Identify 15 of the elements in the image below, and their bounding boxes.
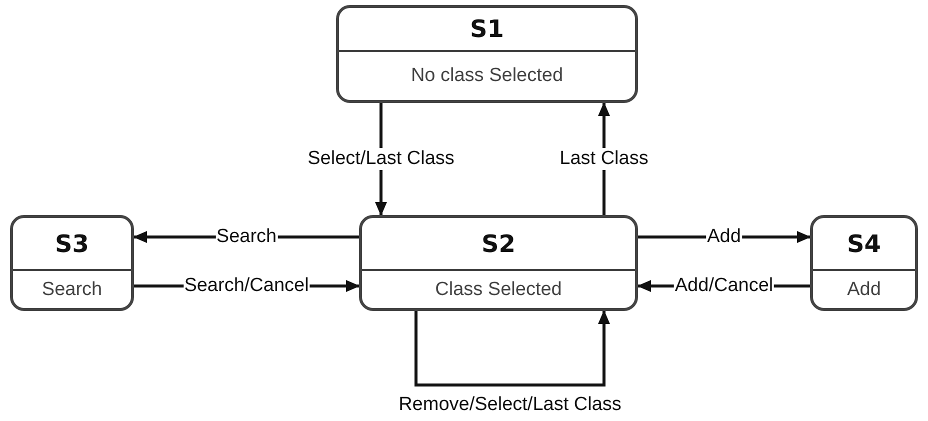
state-description: Add <box>847 278 881 300</box>
edge-label: Last Class <box>558 148 650 170</box>
arrow <box>414 310 610 386</box>
state-name: S1 <box>470 15 504 43</box>
state-name: S2 <box>482 230 516 258</box>
state-name: S4 <box>847 230 881 258</box>
state-name: S3 <box>55 230 89 258</box>
state-box <box>336 5 638 103</box>
state-box <box>10 215 134 311</box>
state-box <box>810 215 918 311</box>
state-description: Search <box>42 278 102 300</box>
state-description: No class Selected <box>410 65 564 87</box>
state-description: Class Selected <box>435 278 562 300</box>
edge-label: Select/Last Class <box>306 148 456 170</box>
state-box <box>359 215 638 311</box>
